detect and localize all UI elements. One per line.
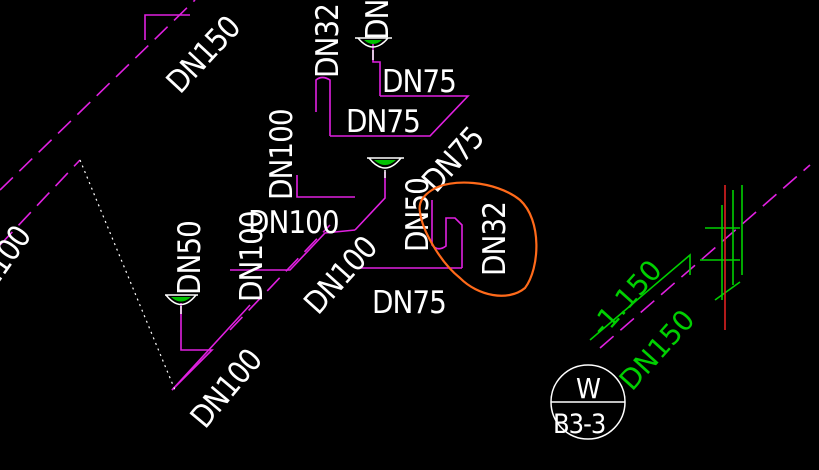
pipe-dn100-diagonal	[229, 224, 331, 331]
pipe-dn32-trap	[431, 200, 463, 268]
pipe-top-stub	[144, 14, 190, 40]
pipe-dn75-elbow	[330, 95, 470, 137]
section-marker-bottom: B3-3	[553, 409, 605, 440]
section-marker-top: W	[576, 372, 601, 405]
label-dn100-vertical: DN100	[264, 109, 300, 200]
highlight-circle	[418, 181, 538, 297]
pipe-left-lower-diagonal	[0, 159, 81, 246]
label-dn100-horizontal: DN100	[248, 205, 339, 241]
section-marker[interactable]: W B3-3	[550, 364, 626, 440]
label-dn32-top: DN32	[310, 4, 346, 78]
label-dn150-top: DN150	[160, 10, 248, 101]
fixture-left	[165, 294, 198, 314]
label-dn75-b: DN75	[346, 104, 420, 140]
pipe-network	[0, 0, 811, 391]
label-dn75-a: DN75	[382, 64, 456, 100]
pipe-dn32-loop	[315, 76, 331, 136]
fixture-middle	[367, 157, 404, 178]
elevation-annotation: -1.150 DN150	[584, 185, 743, 397]
pipe-dn100-link	[230, 229, 356, 271]
pipe-dn150-diagonal	[0, 0, 196, 191]
dotted-guide-line	[79, 159, 176, 391]
pipe-top-riser	[372, 42, 381, 96]
pipe-mid-riser	[354, 172, 386, 231]
label-dn75-bottom: DN75	[372, 285, 446, 321]
label-dn100-left-edge: DN100	[0, 220, 38, 315]
label-dn-topright: DN	[360, 0, 396, 40]
label-dn50-left: DN50	[172, 221, 208, 295]
label-dn100-bottom: DN100	[184, 343, 270, 436]
pipe-dn100-vertical	[296, 175, 355, 198]
label-dn32-circled: DN32	[477, 202, 513, 276]
pipe-dn50-left	[171, 303, 214, 391]
pipe-bottom-diagonal	[171, 304, 251, 391]
fixture-top	[355, 37, 392, 60]
pipe-right-diagonal	[599, 164, 811, 349]
label-dn100-vertical-2: DN100	[234, 211, 270, 302]
